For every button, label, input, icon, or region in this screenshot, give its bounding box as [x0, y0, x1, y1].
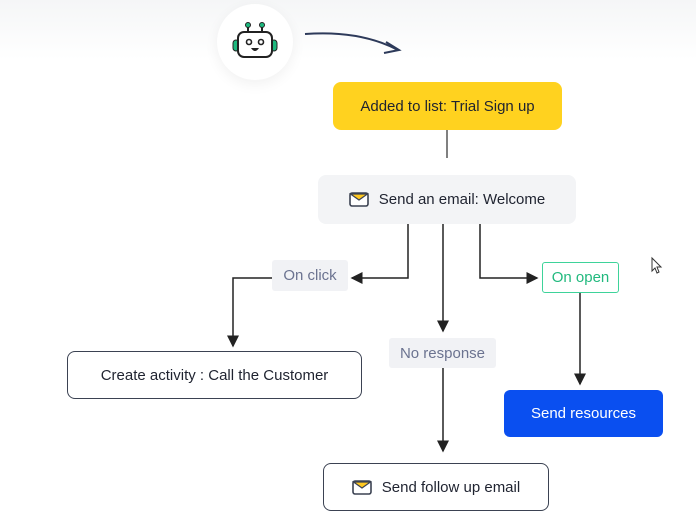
- follow-up-label: Send follow up email: [381, 478, 521, 496]
- intro-arrow: [304, 32, 399, 51]
- send-resources-label: Send resources: [530, 405, 637, 422]
- trigger-node[interactable]: Added to list: Trial Sign up: [333, 82, 562, 130]
- create-activity-label: Create activity : Call the Customer: [100, 366, 329, 384]
- create-activity-node[interactable]: Create activity : Call the Customer: [67, 351, 362, 399]
- connector-on-click: [350, 224, 409, 284]
- connector-on-open: [479, 224, 539, 284]
- robot-icon: [232, 22, 278, 58]
- trigger-label: Added to list: Trial Sign up: [360, 97, 535, 115]
- follow-up-email-node[interactable]: Send follow up email: [323, 463, 549, 511]
- branch-on-click[interactable]: On click: [272, 260, 348, 291]
- send-resources-node[interactable]: Send resources: [504, 390, 663, 437]
- intro-arrow-head: [383, 41, 402, 54]
- background: [0, 0, 696, 60]
- mouse-cursor-icon: [651, 256, 663, 274]
- envelope-icon: [351, 479, 372, 495]
- send-email-label: Send an email: Welcome: [378, 191, 546, 208]
- send-email-node[interactable]: Send an email: Welcome: [318, 175, 576, 224]
- envelope-icon: [348, 192, 369, 207]
- branch-on-open[interactable]: On open: [542, 262, 619, 293]
- robot-avatar: [217, 4, 293, 80]
- branch-no-response[interactable]: No response: [389, 338, 496, 368]
- connector-activity: [227, 277, 272, 348]
